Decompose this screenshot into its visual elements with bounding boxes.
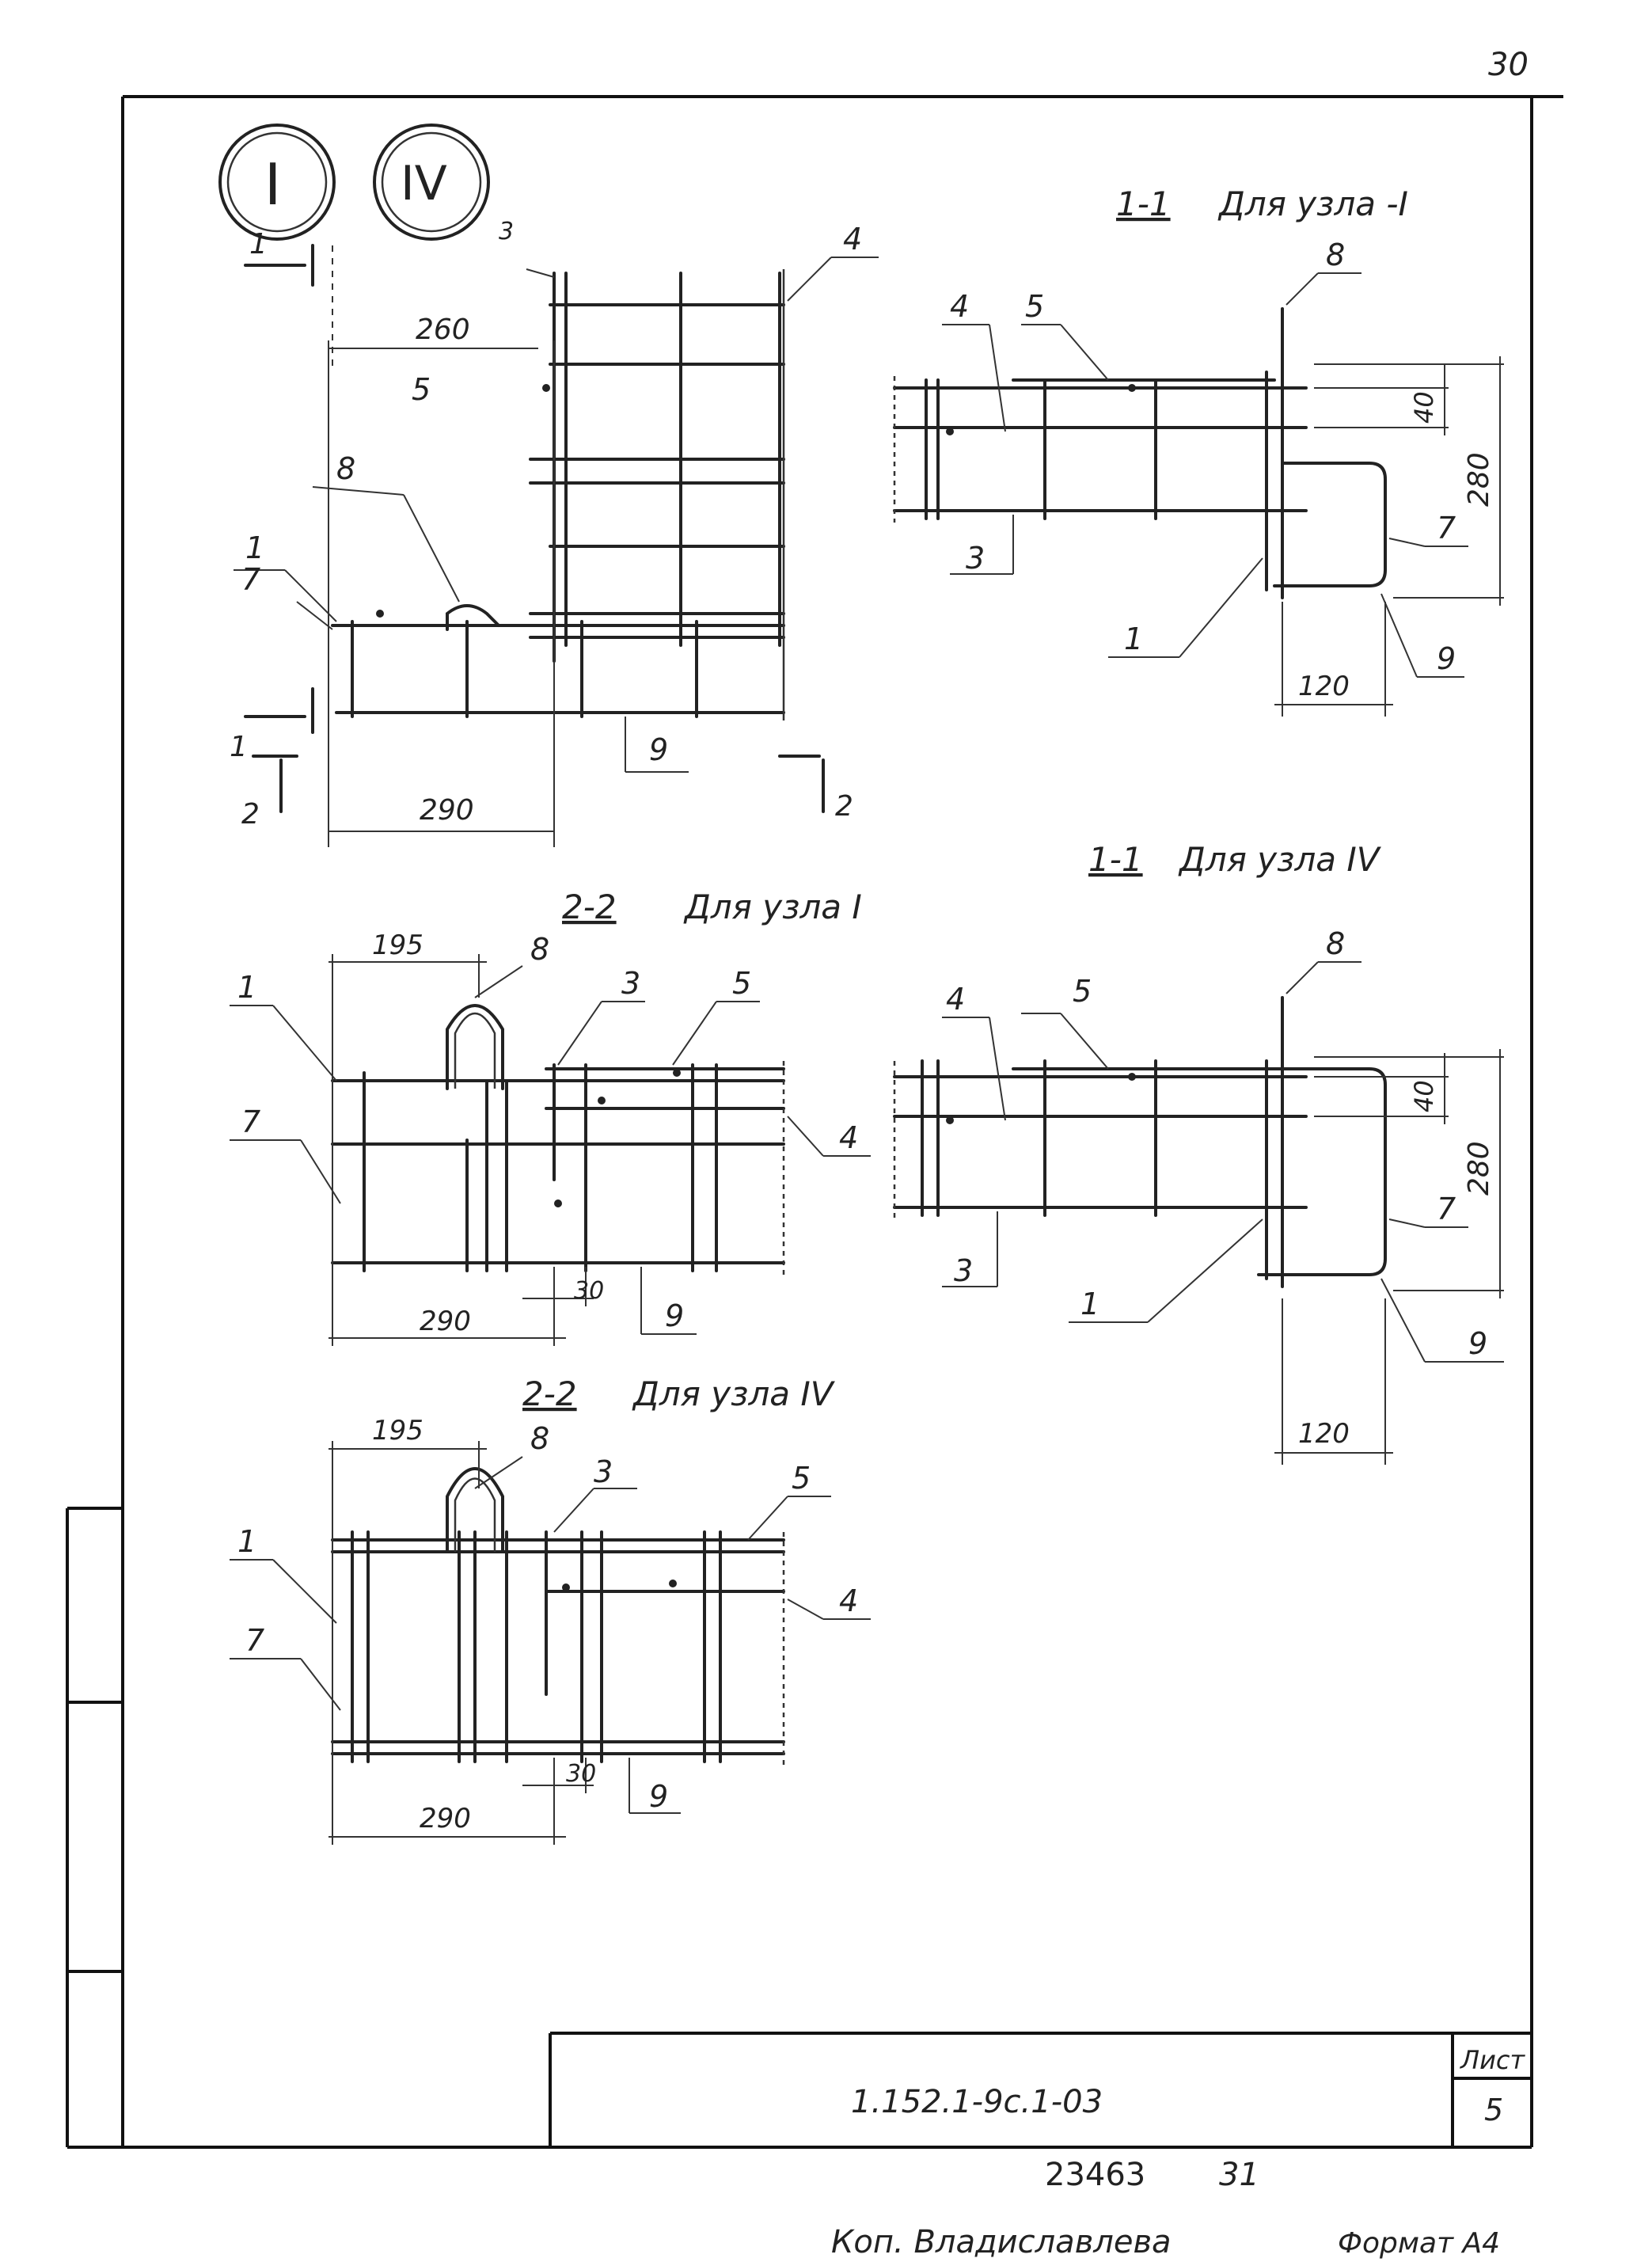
inventory-suffix: 31 [1219, 2157, 1259, 2193]
node-mark-1: I [218, 124, 336, 241]
sec22-node1-title-num: 2-2 [562, 888, 617, 926]
sec11-node4-callout-7: 7 [1437, 1192, 1456, 1226]
plan-callout-1: 1 [245, 530, 264, 565]
sec11-node4-callout-5: 5 [1073, 974, 1092, 1009]
sec22-node1-dim-30: 30 [574, 1277, 604, 1305]
sec11-node1-callout-8: 8 [1326, 238, 1345, 272]
sec11-node1-callout-4: 4 [950, 289, 969, 324]
node-mark-4-label: IV [401, 156, 447, 211]
sec11-node1-dim-280: 280 [1463, 452, 1495, 507]
sec22-node1-dim-290: 290 [420, 1306, 471, 1337]
plan-callout-9: 9 [649, 732, 668, 767]
sec11-node1-title-text: Для узла -I [1217, 184, 1408, 223]
sec22-node4-dim-195: 195 [372, 1415, 423, 1447]
sheet-designation: 1.152.1-9с.1-03 [851, 2084, 1103, 2120]
sec22-node1-callout-4: 4 [839, 1120, 858, 1155]
sec22-node1-callout-5: 5 [732, 966, 751, 1001]
sheet-frame [66, 95, 1563, 2149]
node-mark-1-label: I [264, 151, 281, 218]
sec22-node4-callout-9: 9 [649, 1779, 668, 1814]
sec22-node1-callout-9: 9 [665, 1298, 684, 1333]
plan-section-mark-1a: 1 [249, 228, 268, 260]
sec11-node4-callout-1: 1 [1080, 1287, 1099, 1321]
sec11-node1-title-num: 1-1 [1116, 184, 1171, 223]
sec11-node1-callout-3: 3 [966, 541, 985, 576]
section-2-2-node-4 [230, 1441, 871, 1845]
inventory-number: 23463 [1045, 2157, 1145, 2193]
plan-dim-260: 260 [416, 314, 470, 346]
plan-view [234, 244, 879, 847]
node-mark-4: IV [373, 124, 490, 241]
sec22-node1-callout-3: 3 [621, 966, 640, 1001]
sec11-node4-dim-280: 280 [1463, 1141, 1495, 1196]
plan-section-mark-2b: 2 [835, 790, 853, 823]
sec22-node4-callout-4: 4 [839, 1583, 858, 1618]
sec22-node1-title-text: Для узла I [683, 888, 862, 926]
section-2-2-node-1 [230, 954, 871, 1346]
sec11-node1-dim-40: 40 [1409, 391, 1439, 424]
plan-callout-4: 4 [843, 222, 862, 257]
sec11-node1-callout-9: 9 [1437, 641, 1456, 676]
sec22-node4-title-num: 2-2 [522, 1374, 577, 1413]
page-number: 30 [1488, 47, 1529, 83]
plan-section-mark-2a: 2 [241, 798, 260, 831]
sec11-node4-callout-9: 9 [1468, 1326, 1487, 1361]
sec11-node4-title-text: Для узла IV [1178, 840, 1382, 879]
sec22-node1-callout-7: 7 [241, 1104, 260, 1139]
sec22-node4-dim-30: 30 [566, 1760, 596, 1788]
sec22-node4-callout-1: 1 [237, 1524, 256, 1559]
sec22-node4-dim-290: 290 [420, 1803, 471, 1834]
sec11-node1-callout-7: 7 [1437, 511, 1456, 546]
list-value: 5 [1484, 2093, 1503, 2127]
sec11-node4-callout-3: 3 [954, 1253, 973, 1288]
plan-section-mark-1b: 1 [230, 731, 248, 763]
plan-callout-7: 7 [241, 562, 260, 597]
sec22-node4-callout-8: 8 [530, 1421, 549, 1456]
sec11-node4-title-num: 1-1 [1088, 840, 1143, 879]
sec11-node4-dim-40: 40 [1409, 1080, 1439, 1112]
sec22-node4-callout-7: 7 [245, 1623, 264, 1658]
sec11-node1-dim-120: 120 [1298, 671, 1350, 702]
section-1-1-node-1 [893, 272, 1504, 717]
sec22-node1-callout-8: 8 [530, 932, 549, 967]
plan-callout-5: 5 [412, 372, 431, 407]
sec22-node4-callout-3: 3 [594, 1454, 613, 1489]
sec11-node1-callout-5: 5 [1025, 289, 1044, 324]
sec22-node1-callout-1: 1 [237, 970, 256, 1005]
sec22-node1-dim-195: 195 [372, 930, 423, 961]
plan-callout-3: 3 [499, 218, 514, 245]
list-label: Лист [1460, 2045, 1525, 2075]
plan-dim-290: 290 [420, 794, 474, 827]
plan-callout-8: 8 [336, 451, 355, 486]
sec22-node4-title-text: Для узла IV [632, 1374, 836, 1413]
sec22-node4-callout-5: 5 [792, 1461, 811, 1496]
section-1-1-node-4 [893, 961, 1504, 1465]
sec11-node4-callout-8: 8 [1326, 926, 1345, 961]
copier-note: Коп. Владиславлева [831, 2224, 1172, 2260]
sec11-node4-callout-4: 4 [946, 982, 965, 1017]
sec11-node4-dim-120: 120 [1298, 1418, 1350, 1450]
sec11-node1-callout-1: 1 [1124, 622, 1143, 656]
format-note: Формат А4 [1338, 2227, 1500, 2260]
